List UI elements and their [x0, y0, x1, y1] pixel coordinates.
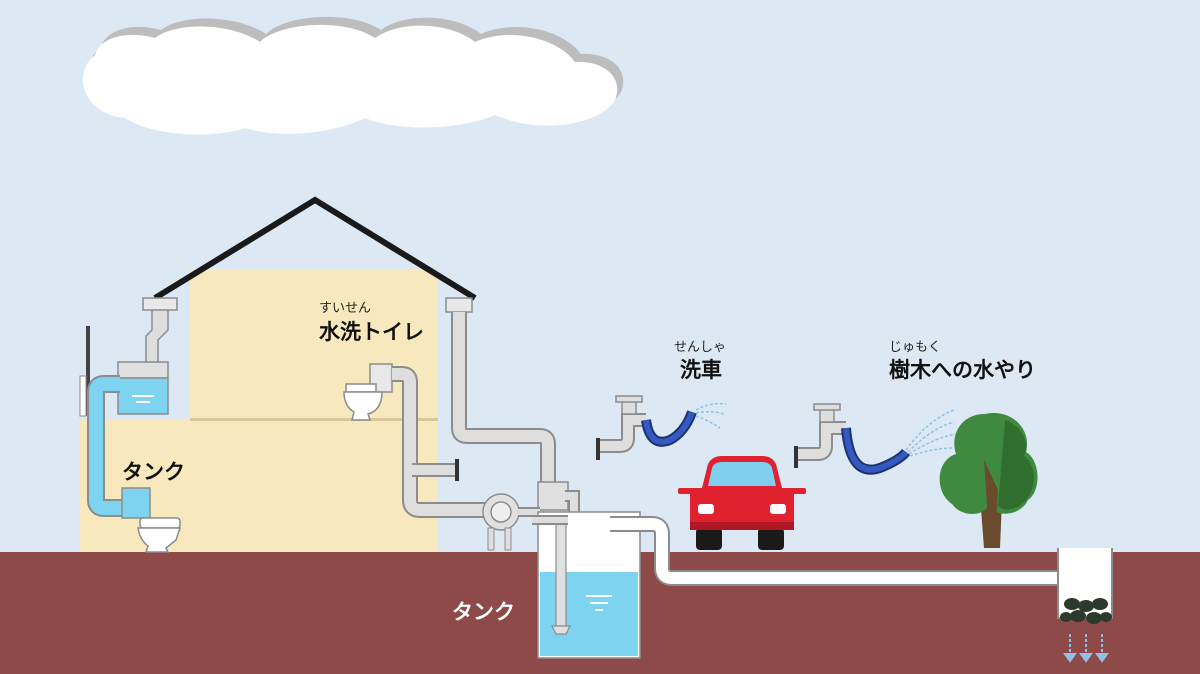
car [678, 456, 806, 550]
cloud [82, 16, 624, 135]
pump [482, 493, 540, 551]
carwash-ruby: せんしゃ [674, 340, 727, 355]
tank-label-left: タンク [122, 460, 185, 484]
toilet-label: 水洗トイレ [319, 320, 424, 344]
rain-collector-left [79, 297, 178, 417]
toilet-right [343, 363, 393, 421]
infiltration-pit [1057, 548, 1113, 663]
roof [153, 196, 477, 301]
toilet-ruby: すいせん [319, 301, 372, 316]
house [80, 196, 477, 552]
downspout-right [445, 297, 580, 520]
toilet-supply-pipe [392, 366, 490, 518]
left-supply-pipe [87, 375, 151, 519]
underground-tank [532, 511, 641, 659]
watering-faucet [794, 403, 957, 475]
overflow-pipe [610, 516, 1058, 586]
tank-label-underground: タンク [452, 600, 515, 624]
watering-ruby: じゅもく [889, 340, 942, 355]
watering-label: 樹木への水やり [889, 358, 1036, 382]
carwash-faucet [596, 395, 727, 460]
carwash-label: 洗車 [680, 358, 722, 382]
tree [939, 412, 1038, 548]
toilet-left [137, 517, 182, 553]
